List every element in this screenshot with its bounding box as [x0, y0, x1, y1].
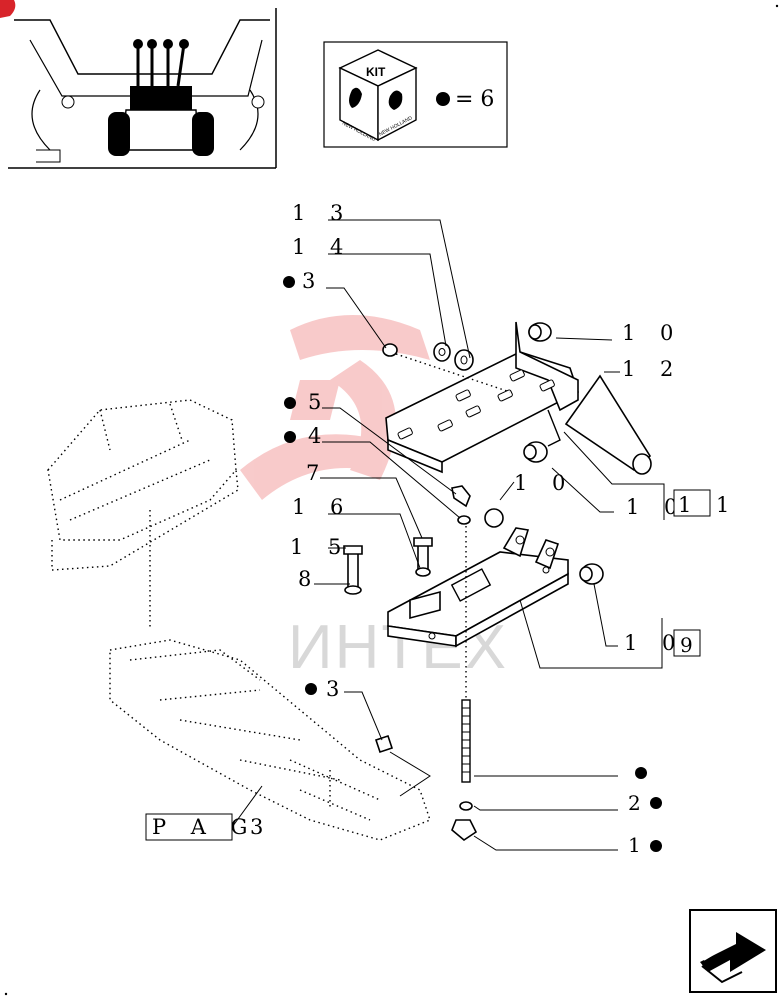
callout-3-upper: 3	[302, 269, 324, 293]
leader-lines	[229, 219, 665, 851]
callout-2: 2	[628, 791, 641, 815]
kit-box-icon	[338, 49, 418, 142]
callout-7: 7	[306, 461, 328, 485]
callout-labels: 1 3 1 4 3 1 0 1 2 5 4 7 1 6 1 5 8 1 0 1 …	[283, 201, 738, 857]
callout-bullet-icon	[650, 797, 662, 809]
corner-marker-icon	[0, 0, 16, 18]
callout-8: 8	[298, 567, 320, 591]
callout-14: 1 4	[292, 235, 352, 259]
upper-fasteners[interactable]	[382, 342, 511, 393]
kit-count: = 6	[455, 87, 494, 112]
threaded-rod[interactable]	[461, 526, 471, 783]
callout-bullet-icon	[635, 767, 647, 779]
callout-12: 1 2	[622, 357, 682, 381]
callout-9: 9	[680, 633, 693, 657]
cab-thumbnail[interactable]	[8, 8, 277, 169]
chassis-ghost	[47, 399, 431, 841]
kit-bullet-icon	[436, 92, 450, 106]
lower-base-plate[interactable]	[387, 508, 604, 648]
callout-3-lower: 3	[326, 677, 348, 701]
callout-5: 5	[308, 390, 330, 414]
callout-bullet-icon	[283, 276, 295, 288]
callout-15: 1 5	[290, 535, 350, 559]
pin-and-bushings[interactable]	[523, 322, 652, 475]
next-page-button[interactable]	[689, 909, 777, 993]
callout-4: 4	[308, 424, 330, 448]
callout-1: 1	[628, 833, 641, 857]
callout-bullet-icon	[305, 683, 317, 695]
callout-bullet-icon	[284, 431, 296, 443]
callout-13: 1 3	[292, 201, 352, 225]
callout-10-top: 1 0	[622, 321, 682, 345]
next-page-arrow-icon	[700, 930, 766, 984]
callout-11: 1 1	[678, 493, 738, 517]
callout-bullet-icon	[284, 397, 296, 409]
callout-16: 1 6	[292, 495, 352, 519]
page-reference[interactable]: P A G 3	[145, 813, 272, 841]
callout-10-middle: 1 0	[514, 471, 574, 495]
page-ref-label: P A G	[152, 815, 256, 839]
kit-label: KIT	[366, 65, 386, 79]
page-ref-number: 3	[250, 815, 272, 839]
callout-9-box	[673, 629, 701, 657]
callout-bullet-icon	[650, 840, 662, 852]
callout-11-box	[673, 489, 711, 517]
callout-10-lower: 1 0	[624, 631, 684, 655]
kit-legend: KIT NEW HOLLAND NEW HOLLAND = 6	[323, 41, 508, 148]
watermark-logo	[240, 315, 430, 500]
callout-10-right: 1 0	[626, 495, 686, 519]
ball-joints-and-bolts[interactable]	[343, 485, 478, 841]
upper-bracket[interactable]	[385, 321, 579, 474]
